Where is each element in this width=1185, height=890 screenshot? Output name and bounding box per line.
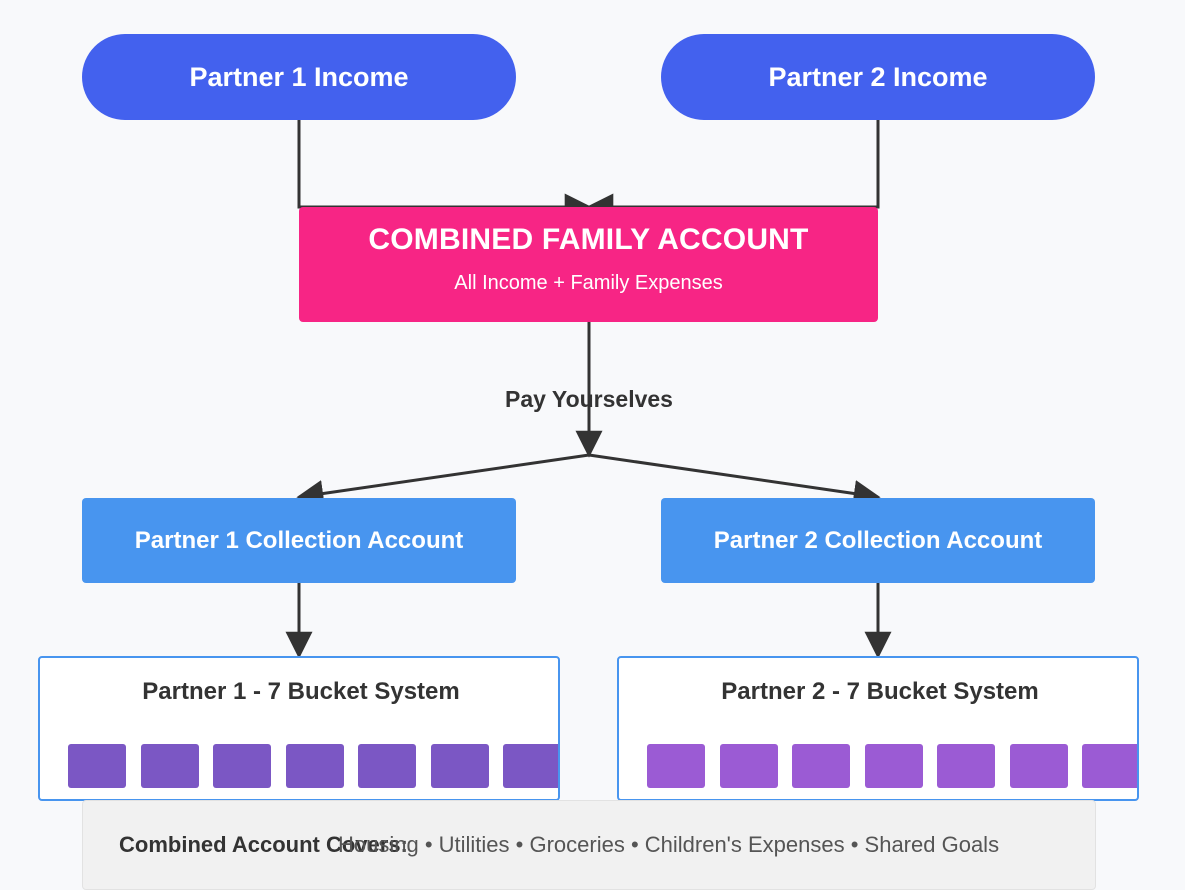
partner1-bucket-system-title: Partner 1 - 7 Bucket System	[142, 678, 460, 705]
partner2-bucket-5	[937, 744, 995, 788]
partner2-bucket-3	[792, 744, 850, 788]
partner1-bucket-7	[503, 744, 558, 788]
partner2-income-label: Partner 2 Income	[768, 61, 988, 92]
partner2-bucket-2	[719, 744, 778, 788]
partner1-bucket-6	[430, 744, 489, 788]
pay-yourselves-label: Pay Yourselves	[505, 386, 673, 412]
combined-account-subtitle: All Income + Family Expenses	[454, 272, 723, 294]
partner1-bucket-system: Partner 1 - 7 Bucket System	[38, 656, 560, 801]
partner1-income-label: Partner 1 Income	[189, 61, 409, 92]
covers-list: Housing • Utilities • Groceries • Childr…	[338, 832, 1000, 857]
connector-income2-to-combined	[586, 120, 880, 221]
connector-split-to-collection2	[588, 453, 881, 507]
partner2-bucket-system: Partner 2 - 7 Bucket System	[617, 656, 1139, 801]
partner1-collection-label: Partner 1 Collection Account	[134, 526, 464, 554]
partner2-income-node: Partner 2 Income	[661, 34, 1095, 120]
partner2-bucket-7	[1082, 744, 1137, 788]
connector-income1-to-combined	[297, 120, 592, 221]
partner2-bucket-system-title: Partner 2 - 7 Bucket System	[721, 678, 1039, 705]
combined-account-covers-note: Combined Account Covers: Housing • Utili…	[82, 800, 1096, 890]
covers-label: Combined Account Covers:	[119, 832, 408, 857]
combined-account-title: COMBINED FAMILY ACCOUNT	[368, 223, 809, 256]
partner1-bucket-3	[213, 744, 271, 788]
combined-family-account-node: COMBINED FAMILY ACCOUNT All Income + Fam…	[299, 207, 878, 322]
connector-split-to-collection1	[296, 453, 590, 507]
partner2-bucket-1	[647, 744, 705, 788]
partner2-collection-node: Partner 2 Collection Account	[661, 498, 1095, 583]
partner1-bucket-2	[140, 744, 199, 788]
partner1-bucket-1	[68, 744, 126, 788]
partner1-income-node: Partner 1 Income	[82, 34, 516, 120]
partner2-bucket-6	[1009, 744, 1068, 788]
partner2-collection-label: Partner 2 Collection Account	[713, 526, 1043, 554]
partner1-collection-node: Partner 1 Collection Account	[82, 498, 516, 583]
partner1-bucket-4	[285, 744, 344, 788]
partner2-bucket-4	[864, 744, 923, 788]
partner1-bucket-5	[358, 744, 416, 788]
